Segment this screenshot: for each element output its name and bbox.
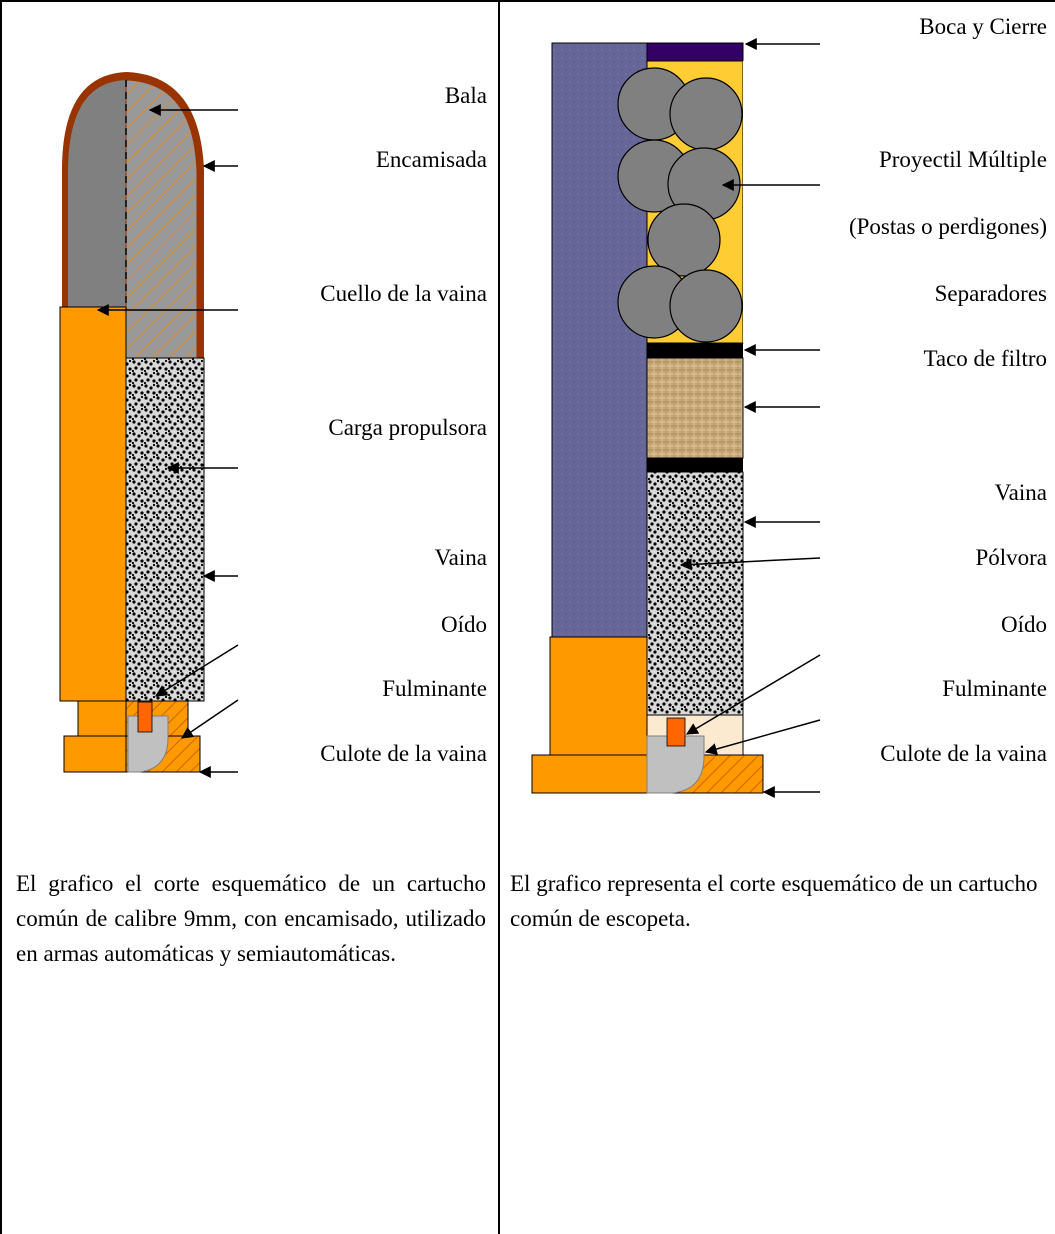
cartridge-9mm <box>59 72 205 773</box>
label-culote-right: Culote de la vaina <box>880 741 1047 766</box>
case-rim <box>63 735 127 773</box>
caption-shotgun: El grafico representa el corte esquemáti… <box>510 871 1038 931</box>
label-cuello: Cuello de la vaina <box>320 281 487 306</box>
filter-wad <box>646 357 744 459</box>
bullet-core <box>68 80 126 310</box>
label-boca: Boca y Cierre <box>919 14 1047 39</box>
shell-base <box>549 636 648 756</box>
label-bala: Bala <box>444 83 487 108</box>
label-proyectil: Proyectil Múltiple <box>878 147 1047 172</box>
label-taco: Taco de filtro <box>923 346 1047 371</box>
case-base-upper <box>77 700 127 737</box>
base-rim <box>531 754 648 794</box>
case-wall <box>59 306 127 702</box>
caption-9mm: El grafico el corte esquemático de un ca… <box>16 871 486 966</box>
left-arrows <box>96 104 239 778</box>
shot-pellets <box>617 67 743 343</box>
label-postas: (Postas o perdigones) <box>848 214 1047 239</box>
label-separadores: Separadores <box>934 281 1047 306</box>
label-culote-left: Culote de la vaina <box>320 741 487 766</box>
separator-bottom <box>647 458 743 472</box>
bullet-hatched-half <box>125 79 198 359</box>
shell-flash-hole <box>666 717 686 747</box>
label-vaina-left: Vaina <box>434 545 487 570</box>
shell-hull <box>551 42 648 640</box>
label-oido-right: Oído <box>1001 612 1047 637</box>
label-encamisada: Encamisada <box>375 147 487 172</box>
label-fulminante-left: Fulminante <box>382 676 487 701</box>
cartridge-shotgun <box>531 42 764 794</box>
gunpowder <box>646 471 744 716</box>
flash-hole <box>137 701 153 733</box>
shell-primer <box>646 735 705 794</box>
label-vaina-right: Vaina <box>994 480 1047 505</box>
propellant-charge <box>125 357 205 702</box>
label-polvora: Pólvora <box>975 545 1047 570</box>
label-fulminante-right: Fulminante <box>942 676 1047 701</box>
label-carga: Carga propulsora <box>328 415 487 440</box>
crimp-top <box>646 42 744 62</box>
separator-top <box>647 343 743 358</box>
right-arrows <box>679 38 821 798</box>
label-oido-left: Oído <box>441 612 487 637</box>
left-panel <box>0 0 500 1234</box>
right-panel <box>498 0 1055 1234</box>
